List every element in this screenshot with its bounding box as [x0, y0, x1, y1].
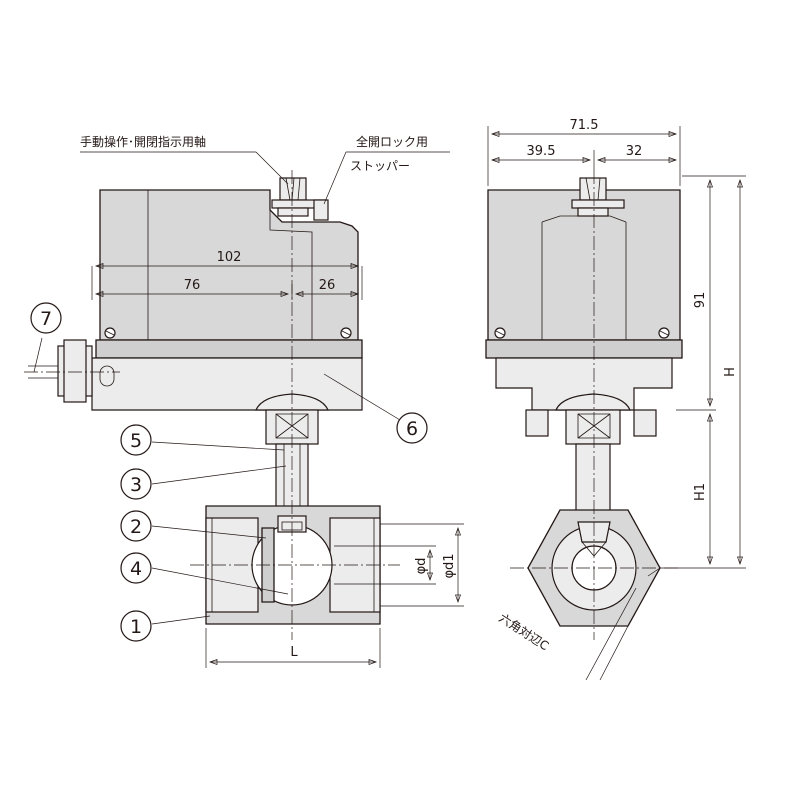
- dim-71-5: 71.5: [570, 118, 599, 133]
- dim-phi-d: φd: [414, 558, 429, 575]
- manual-shaft: [271, 177, 329, 221]
- dim-39-5: 39.5: [527, 144, 556, 159]
- svg-text:7: 7: [40, 308, 52, 330]
- cable-gland: [24, 339, 120, 403]
- dim-L: L: [290, 645, 298, 660]
- dim-26: 26: [319, 278, 336, 293]
- callout-1: [120, 610, 152, 642]
- svg-text:6: 6: [406, 418, 418, 440]
- svg-text:3: 3: [130, 474, 142, 496]
- part-callouts: 7 6 5 3 2 4 1: [30, 302, 428, 642]
- dim-91: 91: [693, 292, 708, 309]
- svg-text:1: 1: [130, 616, 142, 638]
- dim-H: H: [723, 367, 738, 377]
- screw-icon: [104, 327, 352, 339]
- svg-text:4: 4: [130, 558, 142, 580]
- hex-width-label: 六角対辺C: [496, 611, 551, 653]
- dim-76: 76: [184, 278, 201, 293]
- dimension-lines: [91, 126, 746, 681]
- manual-shaft-label: 手動操作･開閉指示用軸: [80, 134, 206, 149]
- dim-32: 32: [626, 144, 643, 159]
- dim-102: 102: [217, 250, 242, 265]
- stopper-label-1: 全開ロック用: [356, 134, 428, 149]
- dim-H1: H1: [693, 483, 708, 501]
- actuator-flange: [95, 339, 363, 359]
- svg-text:5: 5: [130, 430, 142, 452]
- screw-icon: [494, 327, 670, 339]
- callout-2: [120, 510, 152, 542]
- stopper-label-2: ストッパー: [350, 159, 410, 173]
- callout-7: [30, 302, 62, 334]
- front-view: [24, 170, 400, 640]
- callout-5: [120, 424, 152, 456]
- svg-text:2: 2: [130, 516, 142, 538]
- callout-4: [120, 552, 152, 584]
- callout-3: [120, 468, 152, 500]
- dim-phi-d1: φd1: [442, 553, 457, 578]
- callout-6: [396, 412, 428, 444]
- side-view: [485, 170, 683, 640]
